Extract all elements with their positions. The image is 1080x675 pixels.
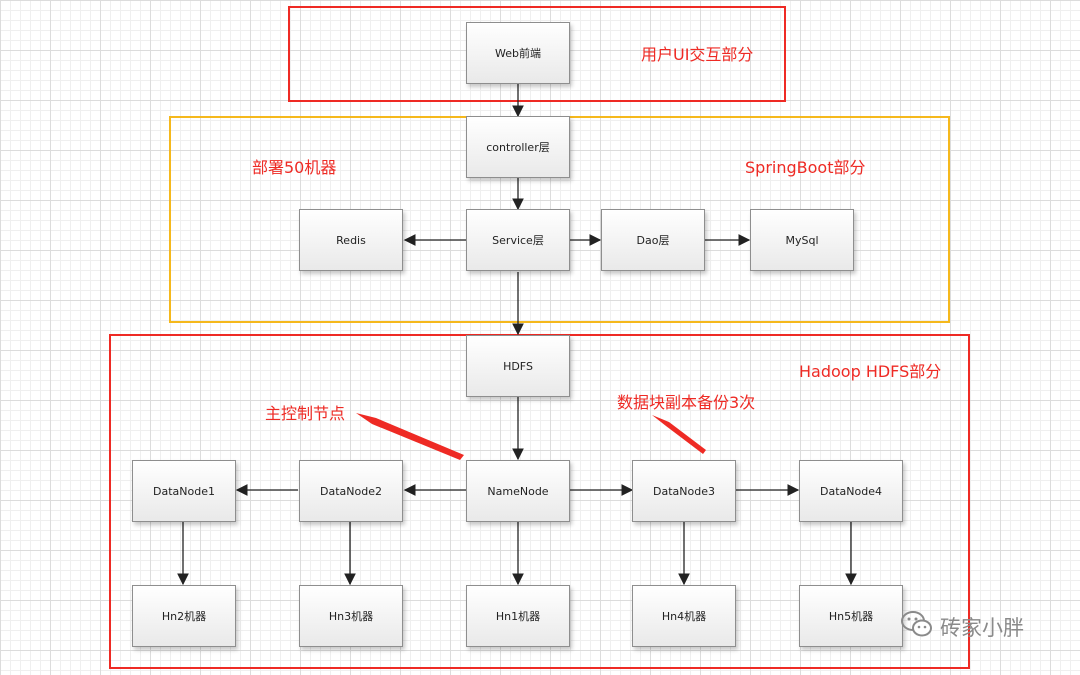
wechat-icon [900,610,934,643]
hdfs-node: HDFS [466,335,570,397]
replica-annotation-pointer [652,415,706,454]
redis-node: Redis [299,209,403,271]
mysql-node: MySql [750,209,854,271]
hn5-machine-node: Hn5机器 [799,585,903,647]
master-annotation-pointer [356,413,464,460]
hadoop-region-label: Hadoop HDFS部分 [799,362,942,381]
ui-region [288,6,786,102]
deploy-label: 部署50机器 [252,158,337,177]
hn4-machine-node: Hn4机器 [632,585,736,647]
datanode2-node: DataNode2 [299,460,403,522]
web-frontend-node: Web前端 [466,22,570,84]
springboot-region-label: SpringBoot部分 [745,158,866,177]
watermark: 砖家小胖 [900,610,1024,643]
datanode3-node: DataNode3 [632,460,736,522]
master-node-annotation: 主控制节点 [265,404,346,423]
hn1-machine-node: Hn1机器 [466,585,570,647]
controller-node: controller层 [466,116,570,178]
datanode4-node: DataNode4 [799,460,903,522]
ui-region-label: 用户UI交互部分 [641,45,754,64]
hn3-machine-node: Hn3机器 [299,585,403,647]
replica-annotation: 数据块副本备份3次 [617,393,756,412]
dao-node: Dao层 [601,209,705,271]
datanode1-node: DataNode1 [132,460,236,522]
watermark-text: 砖家小胖 [940,615,1024,640]
service-node: Service层 [466,209,570,271]
namenode-node: NameNode [466,460,570,522]
hn2-machine-node: Hn2机器 [132,585,236,647]
